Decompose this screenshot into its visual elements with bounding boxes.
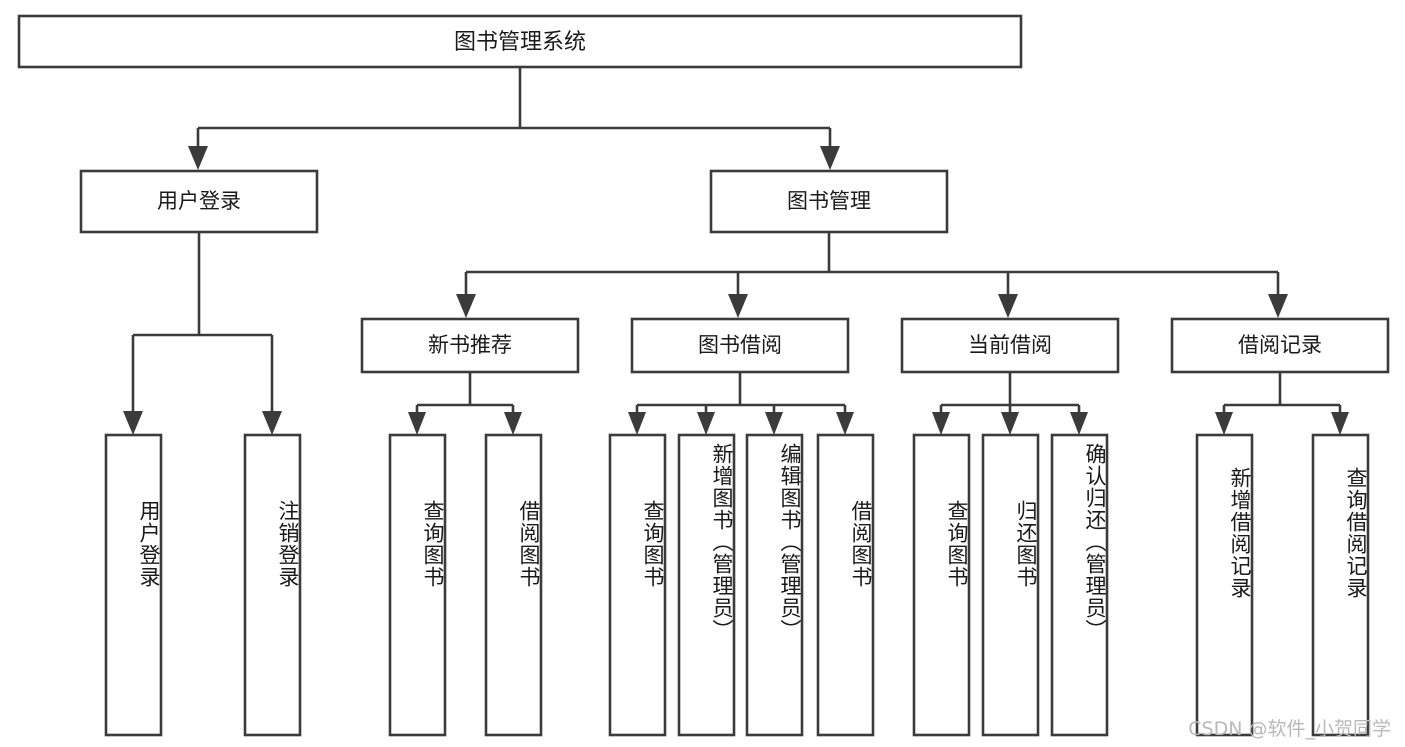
node-current-borrow[interactable]: 当前借阅 bbox=[900, 317, 1120, 374]
node-book-borrow-label: 图书借阅 bbox=[698, 333, 782, 357]
leaf-box-book-borrow-2[interactable] bbox=[677, 433, 736, 737]
arrow-to-borrowrecord bbox=[1268, 294, 1288, 318]
node-borrow-record-box[interactable] bbox=[1170, 317, 1390, 374]
connector-group bbox=[123, 67, 1349, 435]
leaf-box-group bbox=[104, 433, 1370, 737]
node-user-login-box[interactable] bbox=[79, 169, 319, 234]
arrow-to-currentborrow bbox=[998, 294, 1018, 318]
leaf-box-user-login-1[interactable] bbox=[104, 433, 163, 737]
arrow-to-bookmgmt bbox=[820, 146, 840, 170]
arrow-userlogin-leaf-2 bbox=[262, 411, 282, 435]
node-current-borrow-label: 当前借阅 bbox=[968, 333, 1052, 357]
leaf-box-book-borrow-4[interactable] bbox=[816, 433, 875, 737]
arrow-borrowrecord-leaf-2 bbox=[1331, 412, 1349, 435]
arrow-userlogin-leaf-1 bbox=[123, 411, 143, 435]
arrow-to-userlogin bbox=[188, 146, 208, 170]
leaf-box-current-borrow-2[interactable] bbox=[981, 433, 1040, 737]
arrow-newbook-leaf-2 bbox=[504, 412, 522, 435]
node-borrow-record[interactable]: 借阅记录 bbox=[1170, 317, 1390, 374]
node-root-label: 图书管理系统 bbox=[454, 30, 586, 55]
leaf-box-current-borrow-1[interactable] bbox=[912, 433, 971, 737]
arrow-borrowrecord-leaf-1 bbox=[1215, 412, 1233, 435]
arrow-bookborrow-leaf-2 bbox=[697, 412, 715, 435]
leaf-box-current-borrow-3[interactable] bbox=[1050, 433, 1109, 737]
arrow-currentborrow-leaf-1 bbox=[932, 412, 950, 435]
arrow-bookborrow-leaf-3 bbox=[765, 412, 783, 435]
node-book-management[interactable]: 图书管理 bbox=[709, 169, 949, 234]
node-book-management-box[interactable] bbox=[709, 169, 949, 234]
arrow-to-bookborrow bbox=[728, 294, 748, 318]
leaf-box-book-borrow-3[interactable] bbox=[745, 433, 804, 737]
node-book-borrow[interactable]: 图书借阅 bbox=[630, 317, 850, 374]
node-new-book-recommend-box[interactable] bbox=[360, 317, 580, 374]
node-root-box[interactable] bbox=[17, 14, 1023, 69]
leaf-box-borrow-record-2[interactable] bbox=[1311, 433, 1370, 737]
node-book-borrow-box[interactable] bbox=[630, 317, 850, 374]
arrow-to-newbook bbox=[456, 294, 476, 318]
leaf-box-user-login-2[interactable] bbox=[243, 433, 302, 737]
node-book-management-label: 图书管理 bbox=[787, 189, 871, 213]
node-root[interactable]: 图书管理系统 bbox=[17, 14, 1023, 69]
arrow-newbook-leaf-1 bbox=[408, 412, 426, 435]
node-user-login[interactable]: 用户登录 bbox=[79, 169, 319, 234]
csdn-watermark: CSDN @软件_小贺同学 bbox=[1188, 718, 1391, 740]
arrow-currentborrow-leaf-3 bbox=[1070, 412, 1088, 435]
node-borrow-record-label: 借阅记录 bbox=[1238, 333, 1322, 357]
arrow-bookborrow-leaf-1 bbox=[628, 412, 646, 435]
node-new-book-recommend[interactable]: 新书推荐 bbox=[360, 317, 580, 374]
leaf-box-new-book-1[interactable] bbox=[388, 433, 447, 737]
arrow-currentborrow-leaf-2 bbox=[1001, 412, 1019, 435]
leaf-box-book-borrow-1[interactable] bbox=[608, 433, 667, 737]
node-current-borrow-box[interactable] bbox=[900, 317, 1120, 374]
node-new-book-recommend-label: 新书推荐 bbox=[428, 333, 512, 357]
arrow-bookborrow-leaf-4 bbox=[836, 412, 854, 435]
node-user-login-label: 用户登录 bbox=[157, 189, 241, 213]
leaf-box-new-book-2[interactable] bbox=[484, 433, 543, 737]
leaf-box-borrow-record-1[interactable] bbox=[1195, 433, 1254, 737]
